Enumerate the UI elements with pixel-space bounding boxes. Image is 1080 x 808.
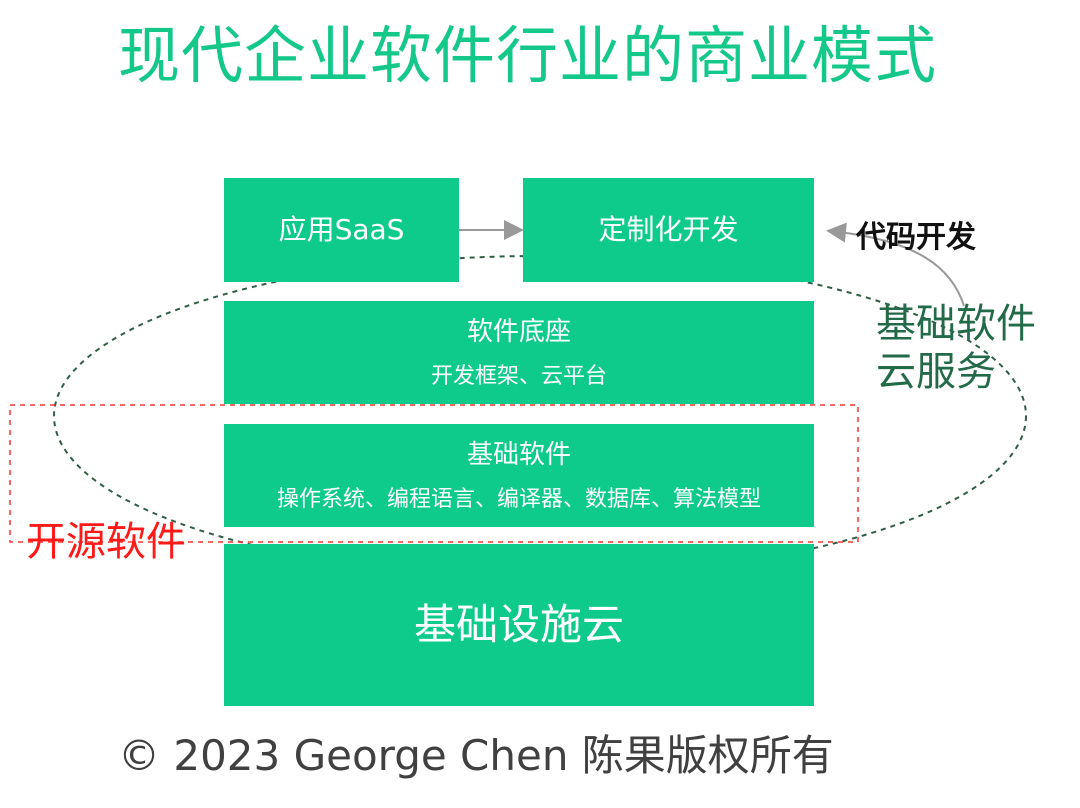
custom-development-box: 定制化开发 (523, 178, 814, 282)
infrastructure-cloud-box: 基础设施云 (224, 544, 814, 706)
infrastructure-cloud-label: 基础设施云 (413, 600, 624, 649)
software-platform-title: 软件底座 (466, 316, 571, 347)
cloud-service-label-line-2: 云服务 (876, 349, 996, 395)
code-development-label: 代码开发 (856, 220, 976, 255)
software-platform-subtitle: 开发框架、云平台 (430, 363, 607, 389)
custom-development-label: 定制化开发 (598, 213, 739, 246)
saas-box: 应用SaaS (224, 178, 459, 282)
basic-software-subtitle: 操作系统、编程语言、编译器、数据库、算法模型 (276, 486, 761, 512)
saas-label: 应用SaaS (278, 213, 405, 246)
copyright-text: © 2023 George Chen 陈果版权所有 (118, 731, 834, 780)
basic-software-title: 基础软件 (466, 439, 571, 470)
basic-software-box: 基础软件 操作系统、编程语言、编译器、数据库、算法模型 (224, 424, 814, 527)
cloud-service-label-line-1: 基础软件 (876, 301, 1036, 347)
software-platform-box: 软件底座 开发框架、云平台 (224, 301, 814, 404)
open-source-software-label: 开源软件 (26, 519, 186, 565)
page-title: 现代企业软件行业的商业模式 (118, 19, 938, 92)
basic-software-cloud-service-label: 基础软件 云服务 (876, 300, 1056, 396)
